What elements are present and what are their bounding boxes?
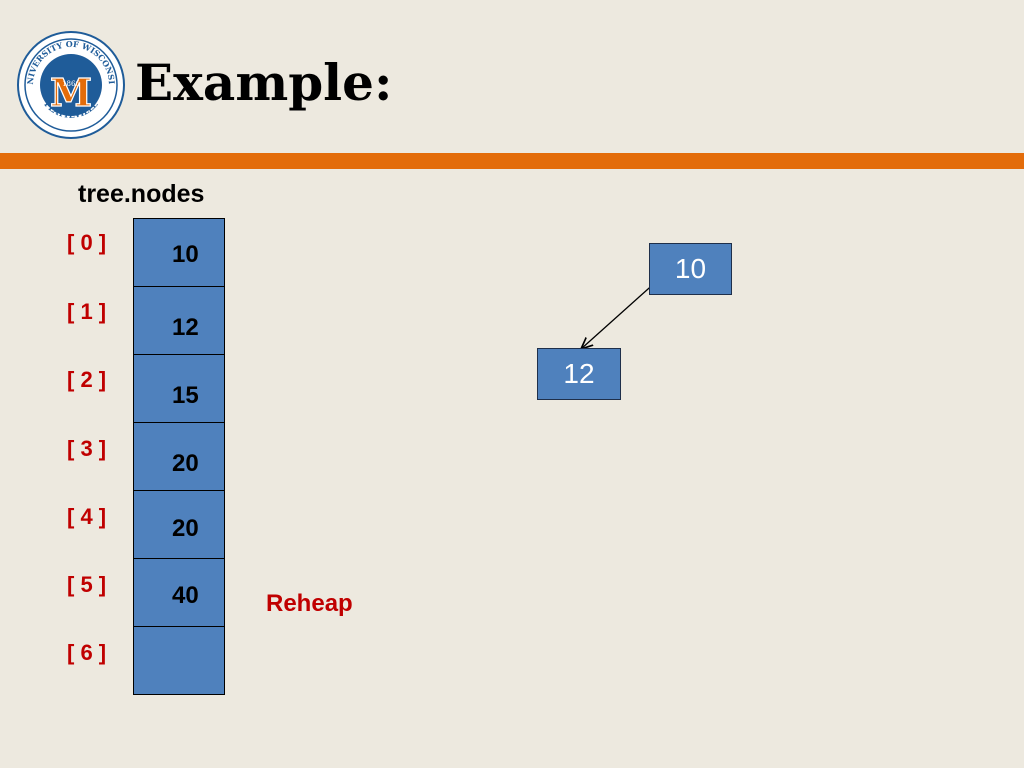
svg-text:1866: 1866 [62,80,80,88]
array-cell-value: 40 [172,582,199,609]
array-cell-value: 15 [172,382,199,409]
tree-edge-root-left [581,280,658,349]
array-cell-value: 20 [172,450,199,477]
array-cell-6 [133,626,225,695]
slide-title: Example: [135,53,393,112]
array-index-2: [ 2 ] [67,367,107,392]
array-label: tree.nodes [78,180,205,208]
tree-node-left: 12 [537,348,621,400]
tree-node-root: 10 [649,243,732,295]
array-index-3: [ 3 ] [67,436,107,461]
tree-node-value: 10 [674,253,707,284]
array-index-1: [ 1 ] [67,299,107,324]
array-cell-value: 10 [172,241,199,268]
array-index-6: [ 6 ] [67,640,107,665]
array-cell-4: 20 [133,490,225,559]
university-seal-icon: UNIVERSITY OF WISCONSIN PLATTEVILLE M 18… [16,30,125,139]
reheap-label: Reheap [266,590,353,617]
array-cell-value: 20 [172,515,199,542]
array-cell-5: 40 [133,558,225,627]
array-index-0: [ 0 ] [67,230,107,255]
tree-node-value: 12 [563,358,595,389]
array-index-4: [ 4 ] [67,504,107,529]
title-divider [0,153,1024,169]
array-cell-value: 12 [172,314,199,341]
array-cell-3: 20 [133,422,225,491]
array-index-5: [ 5 ] [67,572,107,597]
svg-text:M: M [50,70,92,115]
array-cell-2: 15 [133,354,225,423]
array-cells: 10 12 15 20 20 40 [133,218,225,695]
